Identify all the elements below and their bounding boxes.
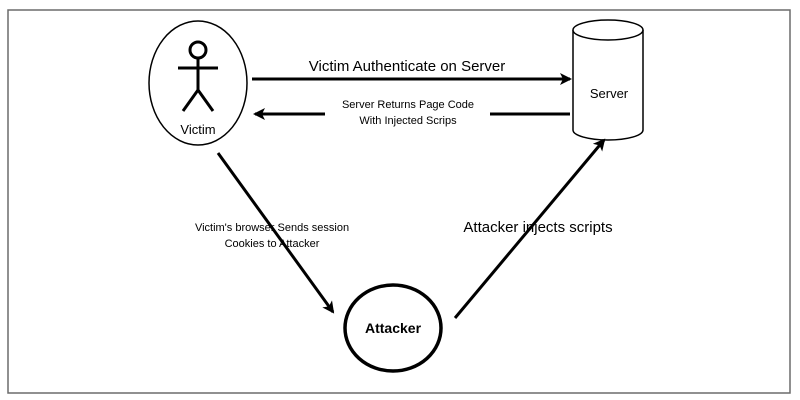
server-node: Server bbox=[572, 19, 644, 141]
stick-figure-icon bbox=[178, 40, 218, 112]
diagram-frame bbox=[7, 9, 791, 394]
arrow-attacker-to-server bbox=[453, 138, 606, 319]
victim-node: Victim bbox=[148, 20, 248, 146]
attacker-circle bbox=[343, 283, 443, 373]
arrow-victim-to-attacker bbox=[216, 152, 335, 314]
edge-label-server-returns-2: With Injected Scrips bbox=[359, 115, 457, 127]
edge-label-cookies-2: Cookies to Attacker bbox=[225, 238, 320, 250]
edge-label-victim-auth: Victim Authenticate on Server bbox=[309, 58, 506, 75]
edge-label-server-returns-1: Server Returns Page Code bbox=[342, 99, 474, 111]
edge-label-cookies-1: Victim's browser Sends session bbox=[195, 222, 349, 234]
edge-attacker-to-server: Attacker injects scripts bbox=[453, 138, 613, 319]
attacker-label: Attacker bbox=[365, 320, 422, 336]
server-label: Server bbox=[590, 86, 629, 101]
edge-label-injects: Attacker injects scripts bbox=[463, 219, 612, 236]
victim-label: Victim bbox=[180, 122, 215, 137]
attacker-node: Attacker bbox=[343, 283, 443, 373]
edge-server-to-victim: Server Returns Page Code With Injected S… bbox=[253, 99, 570, 127]
server-cylinder-top bbox=[572, 19, 644, 41]
edge-victim-to-attacker: Victim's browser Sends session Cookies t… bbox=[195, 152, 349, 314]
edge-victim-to-server: Victim Authenticate on Server bbox=[252, 58, 572, 85]
